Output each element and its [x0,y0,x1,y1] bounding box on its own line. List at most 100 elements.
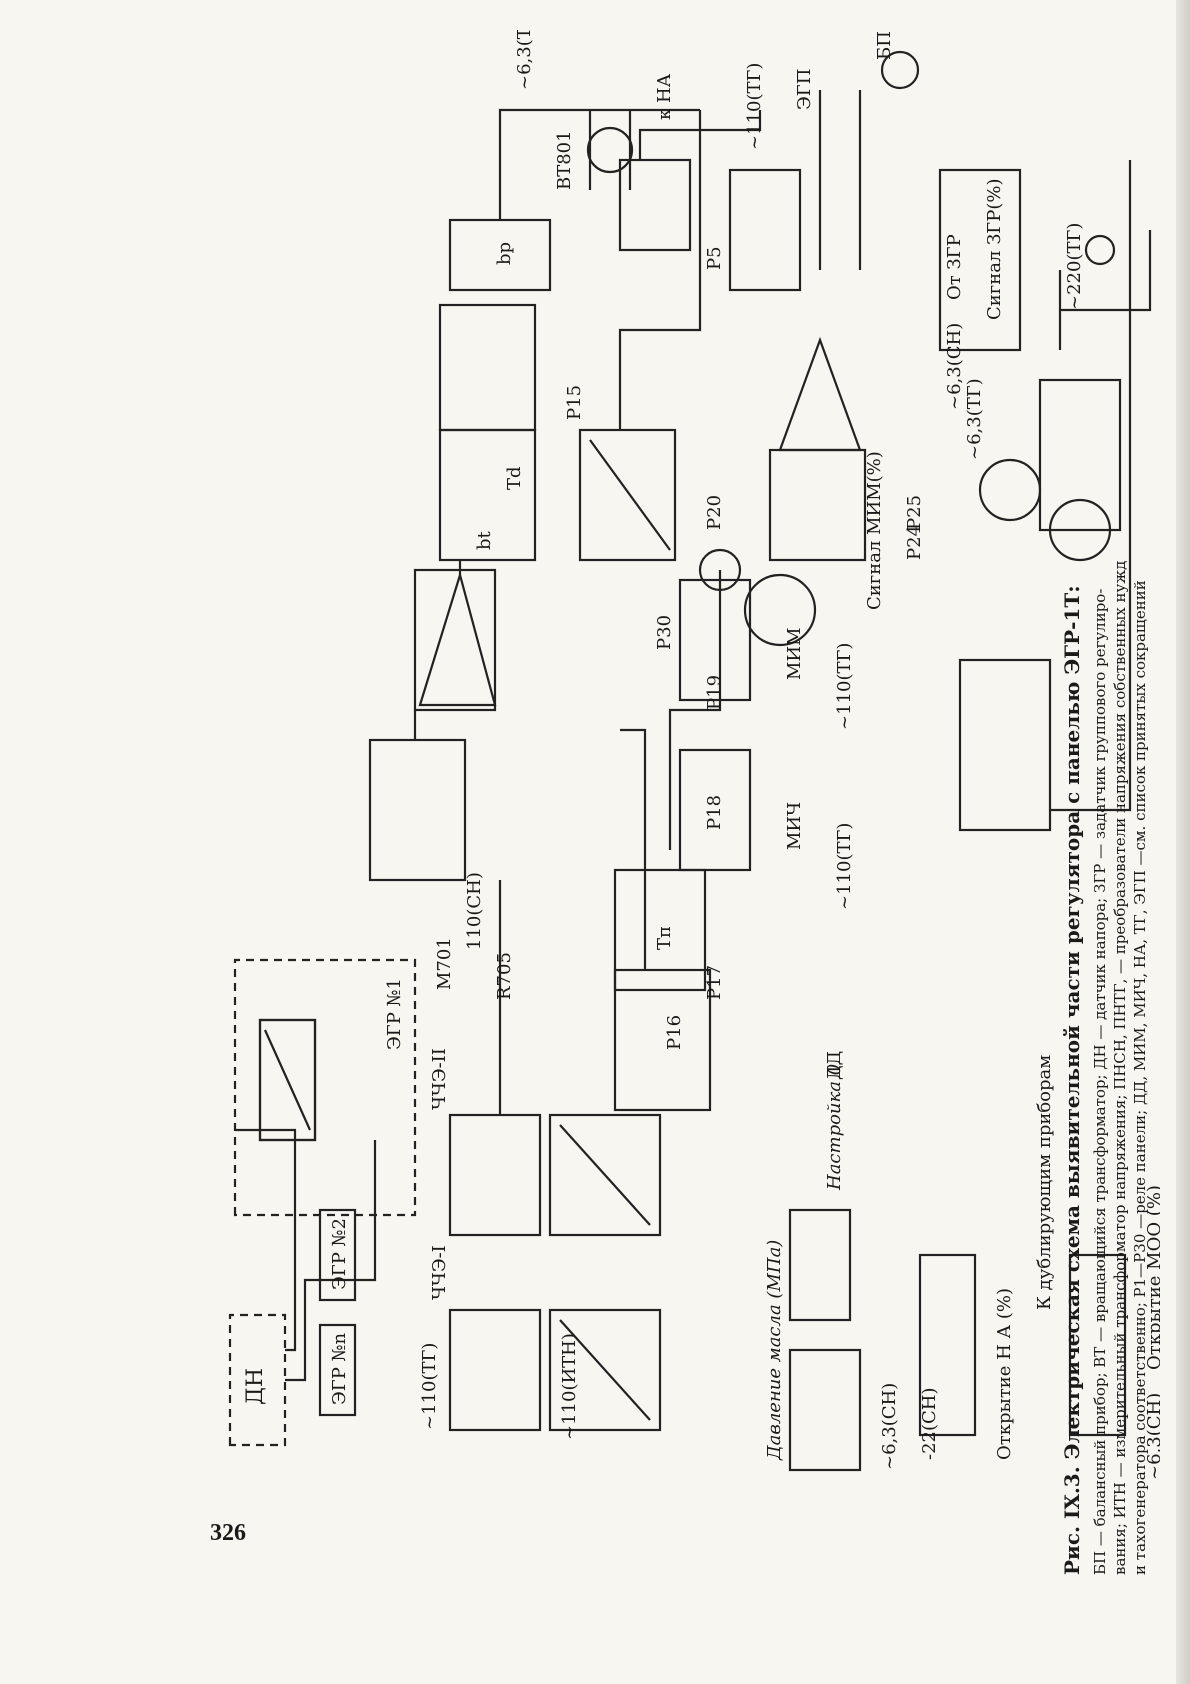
signal-mim-label: Сигнал МИМ(%) [864,451,885,610]
bp-circle [880,50,920,90]
bpi-label: БП [874,31,895,60]
labels: ДН ЭГР №n ЭГР №2 ЭГР №1 ЧЧЭ-I ЧЧЭ-II ~11… [243,30,1160,1480]
p16-label: Р16 [664,1015,685,1050]
dd-box [788,1208,852,1322]
chche1-box [448,1308,542,1432]
zgr-indicator [938,168,1022,352]
p30-label: Р30 [654,615,675,650]
p20-label: Р20 [704,495,725,530]
wire-i [1050,160,1132,812]
bt801-label: ВТ801 [554,130,575,190]
egr-n-label: ЭГР №n [329,1332,350,1405]
v110tg-b-label: ~110(ТГ) [834,643,855,730]
motor-mim-a [743,573,817,647]
final-sum-box [768,448,867,562]
page-edge [1176,0,1190,1684]
nonlinear-box [613,968,712,1112]
dn-label: ДН [243,1368,268,1405]
p5-box [728,168,802,292]
wire-h [1058,230,1152,350]
motor-mim-b [698,548,742,592]
p24-label: Р24 [904,525,925,560]
page-number: 326 [210,1520,246,1546]
mim-box [678,578,752,702]
conv1-diag [559,1319,651,1421]
p17-label: Р17 [704,965,725,1000]
in-110itn-label: ~110(ИТН) [559,1333,580,1440]
legend-line-1: БП — балансный прибор; ВТ — вращающийся … [1091,588,1109,1575]
p5-label: Р5 [704,246,725,270]
m701-label: М701 [434,937,455,990]
relay-panel-box [1038,378,1122,532]
output-conv [578,428,677,562]
v63tg-label: ~6,3(ТГ) [514,30,535,90]
wire-c [668,570,722,850]
bt801-circle [586,126,634,174]
conv2-box [548,1113,662,1237]
mim-mich-conv [958,658,1052,832]
in-110tg-label: ~110(ТГ) [419,1343,440,1430]
v110tg-c-label: ~110(ТГ) [744,63,765,150]
wire-egp [638,110,762,160]
conv2-diag [559,1124,651,1226]
v110sn-label: 110(СН) [464,872,485,950]
v22sn-label: -22(СН) [919,1387,940,1460]
v63sn-c-label: ~6,3(СН) [944,323,965,410]
chche2-box [448,1113,542,1237]
egr-2-label: ЭГР №2 [329,1218,350,1290]
v63sn-b-label: ~6,3(СН) [1144,1393,1160,1480]
output-conv-diag [589,439,671,551]
pressure-label: Давление масла (МПа) [764,1240,785,1461]
tp-label: Тп [654,926,675,950]
p15-label: Р15 [564,385,585,420]
egr-2-box [318,1208,357,1302]
legend-line-2: вания; ИТН — измерительный трансформатор… [1111,560,1129,1575]
v220tg-label: ~220(ТГ) [1064,223,1085,310]
mich-label: МИЧ [784,802,805,850]
open-moo-label: Открытие МОО (%) [1144,1185,1160,1370]
v110tg-a-label: ~110(ТГ) [834,823,855,910]
legend-line-3: и тахогенератора соответственно; Р1—Р30 … [1131,580,1149,1575]
pressure-gauge [788,1348,862,1472]
open-moo-gauge [1068,1253,1127,1437]
r705-label: R705 [494,952,515,1000]
p25-label: Р25 [904,495,925,530]
final-amp [778,336,862,452]
wire-f [618,110,702,430]
sum-box [368,738,467,882]
conv1-box [548,1308,662,1432]
chche1-label: ЧЧЭ-I [429,1245,450,1300]
amp-triangle [418,571,497,707]
egr-1-label: ЭГР №1 [384,978,405,1050]
schematic-diagram: ДН ЭГР №n ЭГР №2 ЭГР №1 ЧЧЭ-I ЧЧЭ-II ~11… [228,30,1160,1480]
amp-triangle-box [413,568,497,712]
figure-caption: Рис. IX.3. Электрическая схема выявитель… [1060,35,1150,1575]
egp-label: ЭГП [794,69,815,110]
figure-label: Рис. IX.3. [1060,1466,1084,1575]
dn-box [228,1313,287,1447]
wire-b [620,728,647,970]
egr1-amp [258,1018,317,1142]
mich-box [678,748,752,872]
figure-title: Электрическая схема выявительной части р… [1060,585,1084,1460]
bp-label: bp [494,242,515,265]
dn-bus-2 [235,1128,297,1352]
dn-bus [285,1140,377,1382]
from-zgr-label: От ЗГР [944,234,965,300]
v63sn-a-label: ~6,3(СН) [879,1383,900,1470]
open-na-label: Открытие Н А (%) [994,1288,1015,1460]
tp-box [613,868,707,992]
p18-label: Р18 [704,795,725,830]
wiring [228,50,1152,1472]
dd-label: ДД [824,1051,845,1080]
egr-1-group [233,958,417,1217]
rotated-drawing: ДН ЭГР №n ЭГР №2 ЭГР №1 ЧЧЭ-I ЧЧЭ-II ~11… [228,30,1160,1480]
motor-mim [978,458,1042,522]
mim-label: МИМ [784,627,805,680]
sum-output-box [618,158,692,252]
chche2-label: ЧЧЭ-II [429,1048,450,1110]
bt-td-box-2 [438,303,537,432]
open-na-gauge [918,1253,977,1437]
signal-zgr-label: Сигнал ЗГР(%) [984,179,1005,320]
setting0-label: Настройка 0 [824,1064,845,1191]
